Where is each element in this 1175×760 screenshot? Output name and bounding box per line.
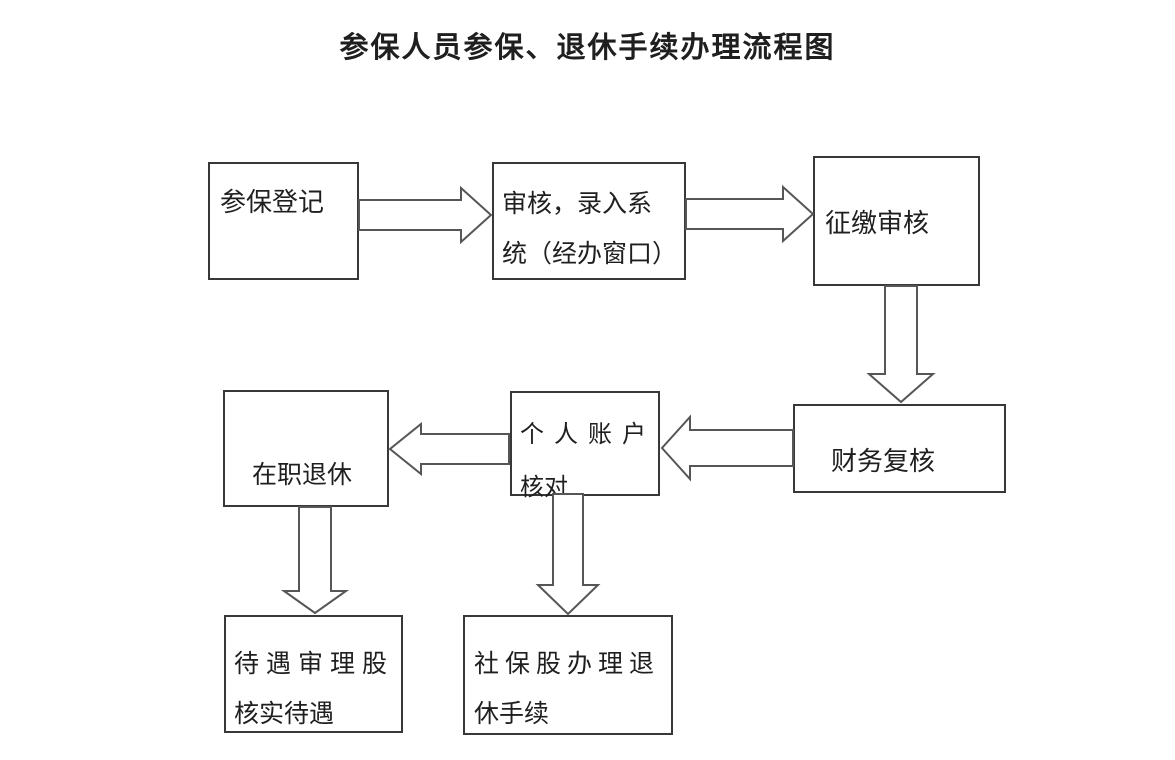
node-label-line: 征缴审核 [825, 208, 930, 238]
node-label-line: 财务复核 [831, 446, 936, 476]
node-label-line: 待遇审理股 [234, 650, 395, 678]
flow-node-benefit-verification: 待遇审理股 核实待遇 [224, 615, 403, 733]
node-label-line: 审核，录入系 [502, 190, 653, 218]
arrow-enroll-to-review-icon [358, 185, 493, 245]
flow-node-active-retirement: 在职退休 [223, 390, 389, 507]
flow-node-levy-audit: 征缴审核 [813, 156, 980, 286]
node-label-line: 社保股办理退 [474, 650, 661, 678]
flow-node-personal-account-check: 个人账户 核对 [510, 391, 660, 501]
arrow-finance-to-account-icon [660, 414, 794, 482]
node-label-line: 统（经办窗口） [502, 240, 678, 268]
arrow-account-to-active-icon [388, 421, 510, 477]
arrow-active-to-benefit-icon [280, 506, 350, 615]
flow-node-review-entry: 审核，录入系 统（经办窗口） [492, 162, 686, 280]
node-label-line: 核对 [520, 474, 568, 501]
node-label-line: 参保登记 [220, 187, 325, 217]
arrow-levy-to-finance-icon [866, 285, 936, 404]
node-label-line: 在职退休 [252, 461, 353, 489]
flow-node-finance-recheck: 财务复核 [793, 404, 1006, 493]
diagram-title: 参保人员参保、退休手续办理流程图 [339, 32, 836, 64]
arrow-review-to-levy-icon [685, 184, 815, 244]
node-label-line: 核实待遇 [234, 700, 335, 728]
node-label-line: 休手续 [474, 700, 550, 728]
flow-node-social-security-retirement: 社保股办理退 休手续 [463, 615, 673, 735]
node-label-line: 个人账户 [520, 421, 656, 448]
flow-node-enroll: 参保登记 [208, 162, 359, 280]
